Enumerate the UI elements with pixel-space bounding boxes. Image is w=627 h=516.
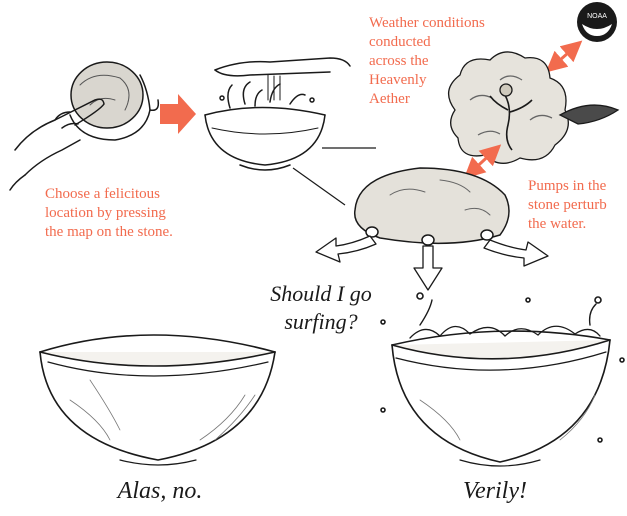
calm-bowl-caption: Alas, no. bbox=[90, 476, 230, 506]
bowl-splashing-water-icon bbox=[205, 58, 350, 170]
noaa-logo-icon: NOAA bbox=[577, 2, 617, 42]
surfing-question: Should I go surfing? bbox=[236, 280, 406, 336]
choose-location-annotation: Choose a felicitous location by pressing… bbox=[45, 185, 235, 242]
rough-bowl-icon bbox=[381, 293, 624, 466]
rough-bowl-caption: Verily! bbox=[445, 476, 545, 506]
weather-conditions-annotation: Weather conditions conducted across the … bbox=[369, 14, 519, 109]
logo-cloud-arrow-icon bbox=[552, 46, 576, 67]
process-arrow-icon bbox=[160, 94, 196, 134]
calm-bowl-icon bbox=[40, 335, 275, 465]
stone-dome-icon bbox=[355, 168, 509, 245]
hand-pressing-stone-icon bbox=[10, 62, 158, 190]
pumps-annotation: Pumps in the stone perturb the water. bbox=[528, 177, 627, 234]
noaa-logo-text: NOAA bbox=[587, 13, 607, 20]
